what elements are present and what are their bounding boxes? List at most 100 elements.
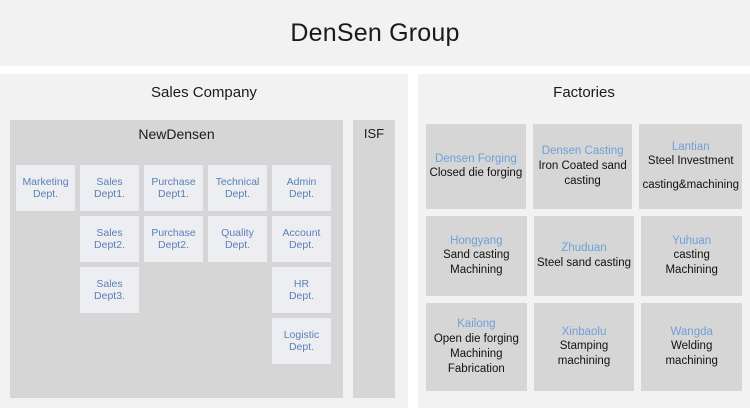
dept-label-line1: Marketing: [22, 175, 69, 188]
department-grid: Marketing Dept. Sales Dept1. Purchase De…: [16, 165, 337, 369]
dept-quality[interactable]: Quality Dept.: [208, 216, 267, 262]
factory-name: Xinbaolu: [561, 325, 607, 338]
factory-desc: machining: [557, 355, 611, 368]
factory-desc: casting: [564, 174, 601, 187]
department-row: Logistic Dept.: [16, 318, 337, 364]
factory-desc: Iron Coated sand: [538, 159, 627, 172]
factories-heading: Factories: [553, 83, 615, 101]
factory-card-hongyang[interactable]: Hongyang Sand casting Machining: [426, 216, 527, 296]
factory-desc: casting: [673, 249, 710, 262]
dept-label-line2: Dept.: [288, 188, 315, 200]
factory-row: Densen Forging Closed die forging Densen…: [426, 124, 742, 209]
dept-label-line1: Sales: [96, 226, 123, 239]
dept-empty: [80, 318, 139, 364]
factory-desc: Machining: [450, 347, 503, 360]
dept-label-line2: Dept.: [288, 290, 315, 302]
dept-label-line1: Admin: [286, 175, 317, 188]
dept-purchase-1[interactable]: Purchase Dept1.: [144, 165, 203, 211]
isf-block[interactable]: ISF: [353, 120, 395, 398]
factory-card-densen-casting[interactable]: Densen Casting Iron Coated sand casting: [532, 124, 633, 209]
factory-name: Kailong: [457, 318, 496, 331]
department-row: Sales Dept2. Purchase Dept2. Quality Dep…: [16, 216, 337, 262]
factory-card-zhuduan[interactable]: Zhuduan Steel sand casting: [533, 216, 635, 296]
factory-desc: Machining: [450, 264, 503, 277]
factory-desc: Welding: [671, 340, 713, 353]
dept-account[interactable]: Account Dept.: [272, 216, 331, 262]
dept-sales-3[interactable]: Sales Dept3.: [80, 267, 139, 313]
factories-grid: Densen Forging Closed die forging Densen…: [426, 124, 743, 398]
dept-label-line1: Purchase: [151, 226, 196, 239]
page-title-band: DenSen Group: [0, 0, 750, 66]
dept-label-line1: Account: [282, 226, 321, 239]
factory-name: Wangda: [670, 325, 713, 338]
factory-desc: Steel Investment: [647, 155, 734, 168]
dept-label-line1: Logistic: [283, 328, 320, 341]
factory-desc: machining: [665, 355, 718, 368]
sales-company-body: NewDensen Marketing Dept. Sales Dept1. P…: [0, 110, 408, 408]
dept-label-line1: Purchase: [151, 175, 196, 188]
dept-sales-2[interactable]: Sales Dept2.: [80, 216, 139, 262]
dept-label-line1: Quality: [221, 226, 254, 239]
factory-card-kailong[interactable]: Kailong Open die forging Machining Fabri…: [426, 303, 527, 391]
factory-card-yuhuan[interactable]: Yuhuan casting Machining: [641, 216, 743, 296]
dept-label-line1: HR: [293, 277, 310, 290]
factory-desc-secondary: casting&machining: [642, 179, 739, 192]
dept-logistic[interactable]: Logistic Dept.: [272, 318, 331, 364]
dept-label-line2: Dept.: [224, 239, 251, 251]
dept-label-line2: Dept1.: [94, 188, 125, 200]
factory-name: Zhuduan: [561, 242, 607, 255]
factories-panel: Factories Densen Forging Closed die forg…: [418, 74, 750, 408]
factory-name: Densen Casting: [541, 145, 624, 158]
factory-desc: Sand casting: [443, 249, 510, 262]
factory-desc: Stamping: [559, 340, 609, 353]
dept-label-line2: Dept2.: [158, 239, 189, 251]
factory-name: Hongyang: [450, 234, 503, 247]
dept-label-line2: Dept.: [288, 239, 315, 251]
dept-hr[interactable]: HR Dept.: [272, 267, 331, 313]
factory-name: Densen Forging: [434, 152, 517, 165]
factories-body: Densen Forging Closed die forging Densen…: [418, 110, 750, 408]
dept-label-line2: Dept.: [288, 341, 315, 353]
factory-card-lantian[interactable]: Lantian Steel Investment casting&machini…: [639, 124, 742, 209]
factory-card-wangda[interactable]: Wangda Welding machining: [641, 303, 743, 391]
factory-desc: Open die forging: [433, 332, 519, 345]
dept-label-line1: Technical: [215, 175, 260, 188]
dept-empty: [208, 267, 267, 313]
dept-purchase-2[interactable]: Purchase Dept2.: [144, 216, 203, 262]
dept-label-line2: Dept2.: [94, 239, 125, 251]
department-row: Sales Dept3. HR Dept.: [16, 267, 337, 313]
dept-empty: [16, 267, 75, 313]
dept-empty: [208, 318, 267, 364]
factory-card-densen-forging[interactable]: Densen Forging Closed die forging: [426, 124, 526, 209]
dept-sales-1[interactable]: Sales Dept1.: [80, 165, 139, 211]
dept-label-line2: Dept3.: [94, 290, 125, 302]
dept-technical[interactable]: Technical Dept.: [208, 165, 267, 211]
dept-marketing[interactable]: Marketing Dept.: [16, 165, 75, 211]
factory-name: Yuhuan: [672, 234, 712, 247]
isf-label: ISF: [363, 126, 385, 141]
page-title: DenSen Group: [290, 18, 460, 47]
dept-label-line1: Sales: [96, 277, 123, 290]
newdensen-block: NewDensen Marketing Dept. Sales Dept1. P…: [10, 120, 343, 398]
dept-empty: [144, 318, 203, 364]
sales-company-panel: Sales Company NewDensen Marketing Dept. …: [0, 74, 408, 408]
dept-admin[interactable]: Admin Dept.: [272, 165, 331, 211]
dept-label-line2: Dept.: [224, 188, 251, 200]
factory-desc: Steel sand casting: [537, 256, 631, 269]
dept-empty: [16, 216, 75, 262]
sales-company-heading: Sales Company: [151, 83, 257, 101]
factory-desc: Closed die forging: [429, 167, 523, 180]
dept-empty: [144, 267, 203, 313]
dept-empty: [16, 318, 75, 364]
factory-row: Kailong Open die forging Machining Fabri…: [426, 303, 743, 391]
dept-label-line2: Dept1.: [158, 188, 189, 200]
factory-name: Lantian: [671, 140, 710, 153]
dept-label-line2: Dept.: [32, 188, 59, 200]
factory-desc: Machining: [665, 264, 718, 277]
factory-desc: Fabrication: [447, 362, 505, 375]
factory-row: Hongyang Sand casting Machining Zhuduan …: [426, 216, 743, 296]
factory-card-xinbaolu[interactable]: Xinbaolu Stamping machining: [533, 303, 635, 391]
department-row: Marketing Dept. Sales Dept1. Purchase De…: [16, 165, 337, 211]
newdensen-label: NewDensen: [138, 126, 215, 142]
